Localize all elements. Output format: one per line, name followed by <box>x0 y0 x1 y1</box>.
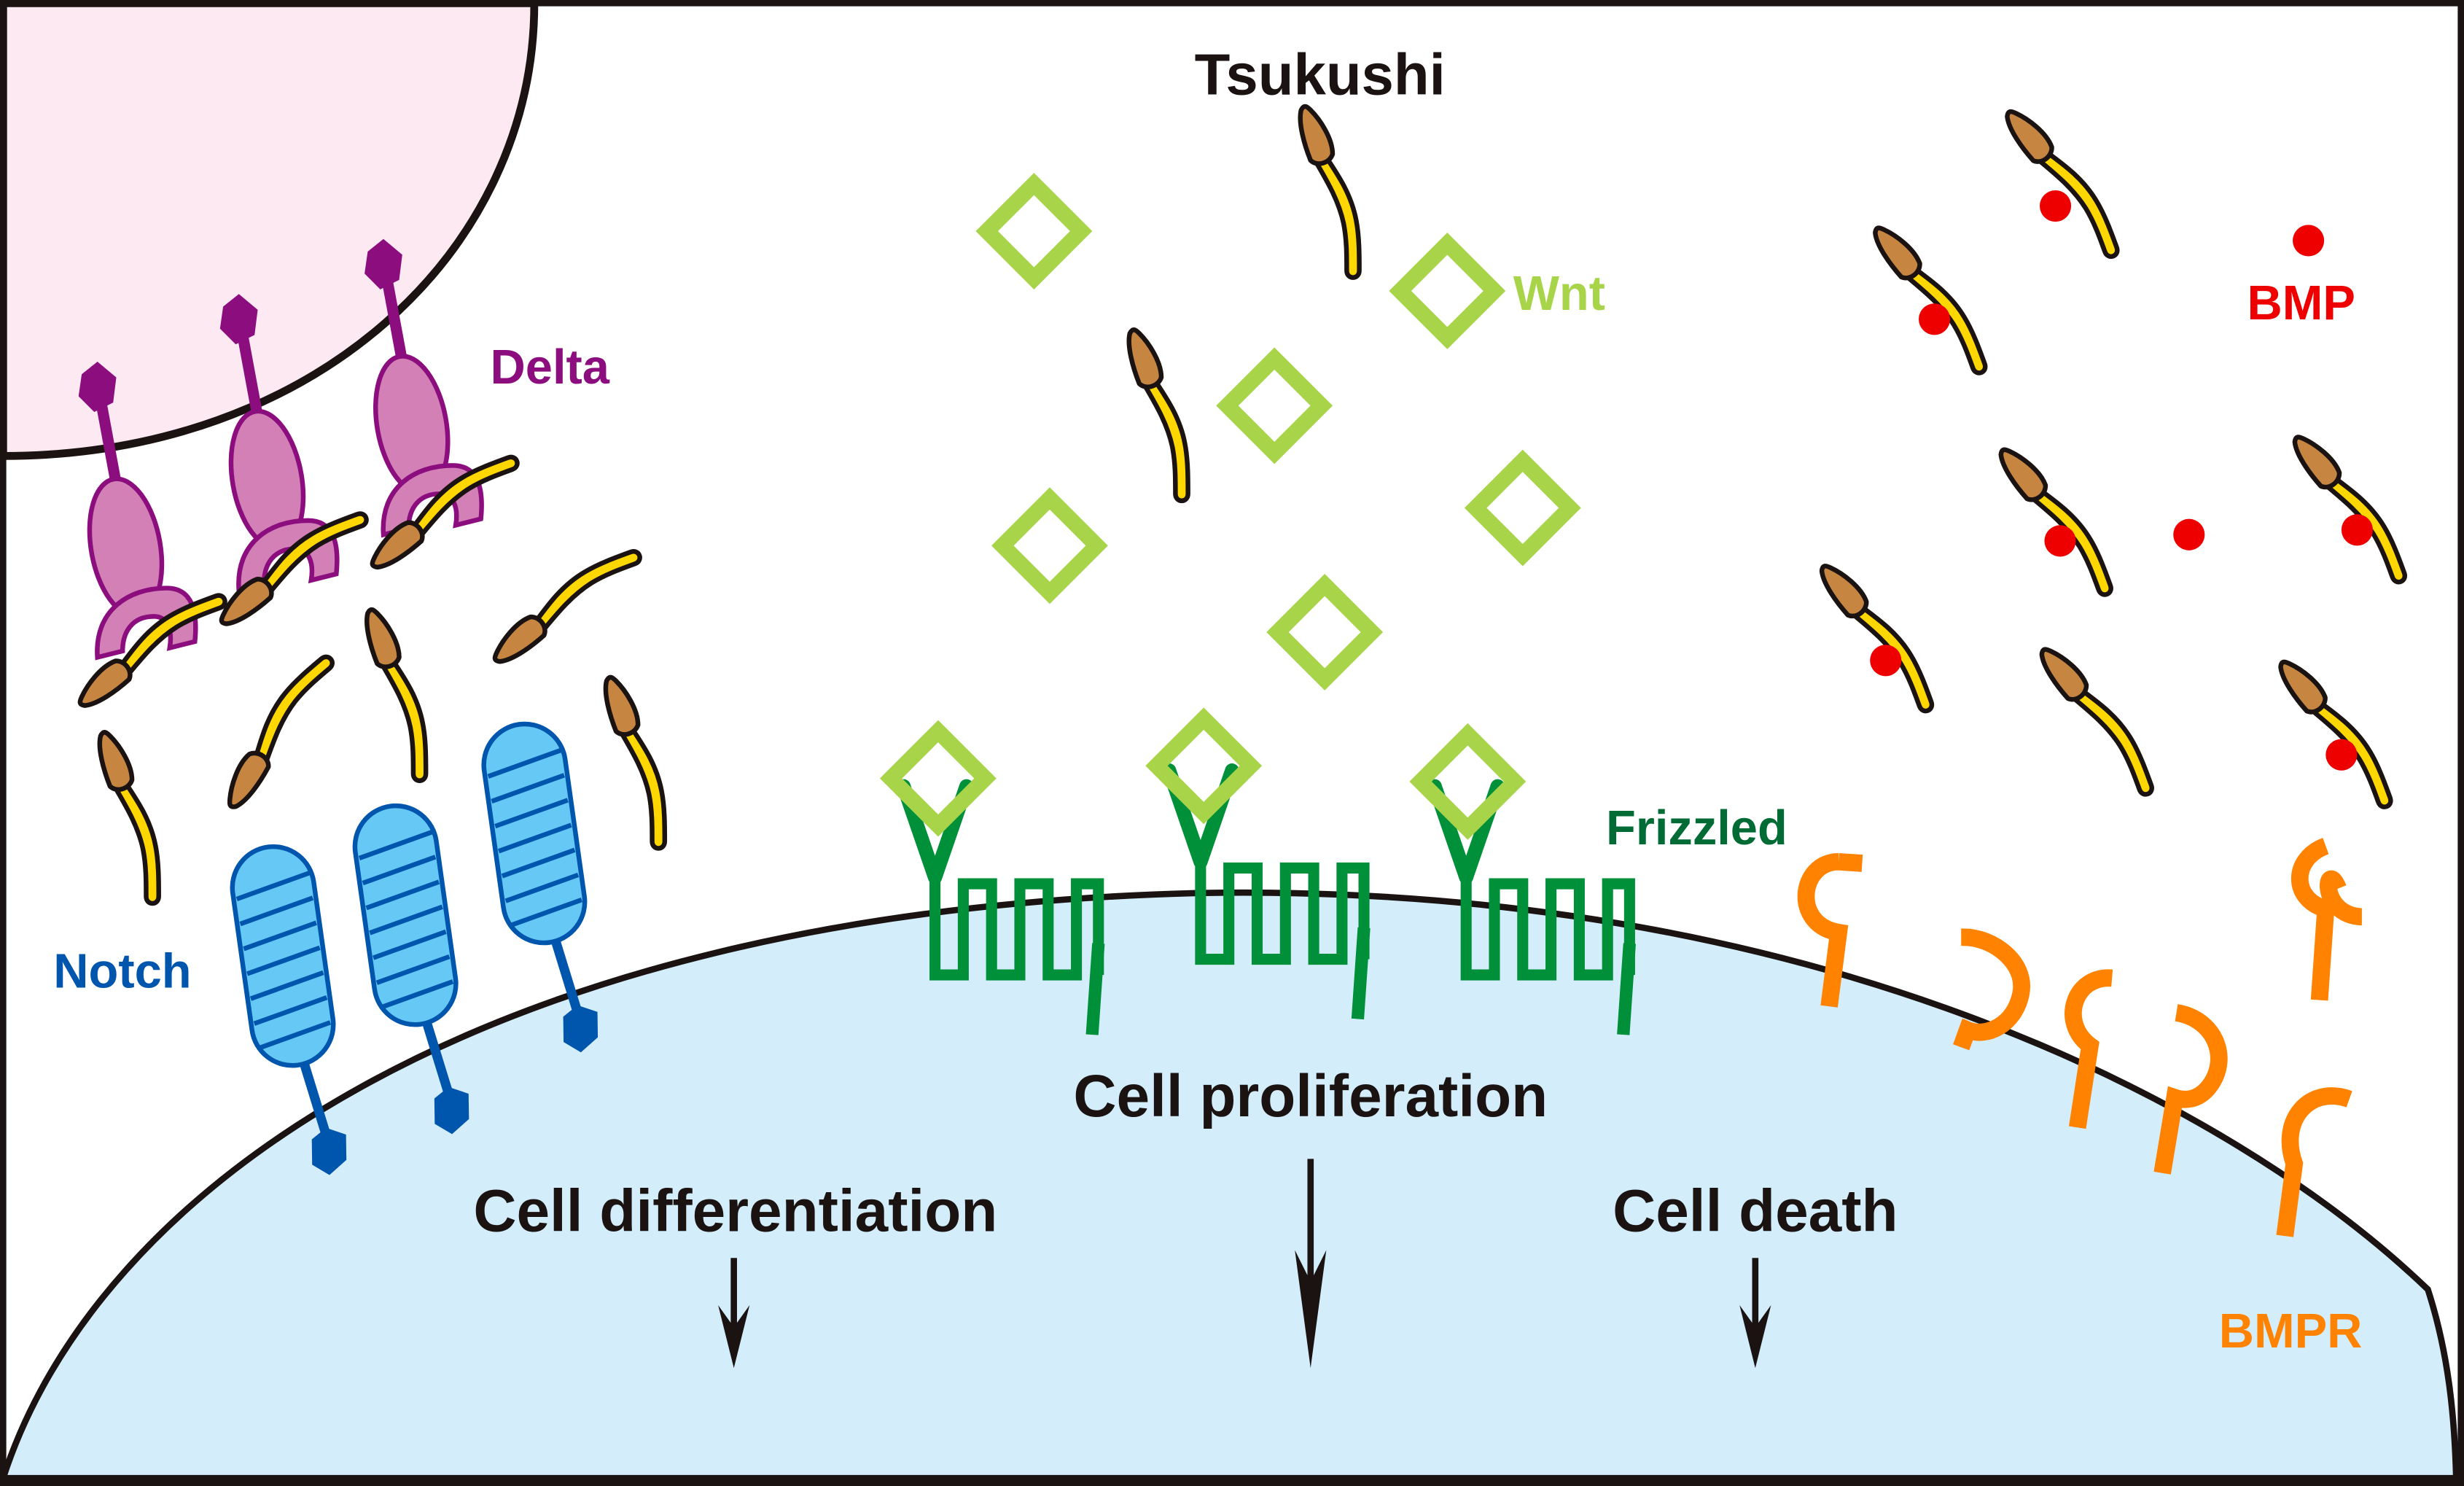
bmp-label: BMP <box>2247 276 2355 330</box>
arrow-differentiation <box>718 1258 750 1369</box>
bmp-ligand <box>2325 739 2358 771</box>
bmp-ligand <box>2039 190 2072 222</box>
bmpr-receptor <box>1797 852 1863 1008</box>
bmpr-receptor <box>2276 1087 2352 1237</box>
bmp-ligand <box>1919 303 1951 335</box>
frizzled-label: Frizzled <box>1606 801 1787 855</box>
bmp-ligand <box>2341 514 2373 546</box>
bmpr-label: BMPR <box>2219 1304 2363 1358</box>
wnt-label: Wnt <box>1513 267 1605 321</box>
bmpr-receptor <box>2291 838 2362 1001</box>
outcome-cell-differentiation: Cell differentiation <box>473 1178 997 1245</box>
delta-label: Delta <box>491 341 610 394</box>
bmpr-receptor <box>2153 1004 2228 1175</box>
outcome-cell-death: Cell death <box>1613 1178 1898 1245</box>
diagram-title: Tsukushi <box>1195 42 1446 106</box>
outcome-cell-proliferation: Cell proliferation <box>1073 1063 1548 1129</box>
bmp-ligand <box>2173 518 2205 551</box>
bmp-ligand <box>1870 645 1902 677</box>
signaling-cell <box>0 0 539 460</box>
receiving-cell <box>0 889 2460 1482</box>
arrow-death <box>1739 1258 1771 1369</box>
bmpr-receptor <box>1953 928 2030 1051</box>
bmp-ligand <box>2044 525 2076 557</box>
bmpr-receptor <box>2065 969 2113 1129</box>
bmp-ligand <box>2293 225 2325 257</box>
arrow-proliferation <box>1295 1159 1327 1369</box>
notch-label: Notch <box>53 944 191 998</box>
